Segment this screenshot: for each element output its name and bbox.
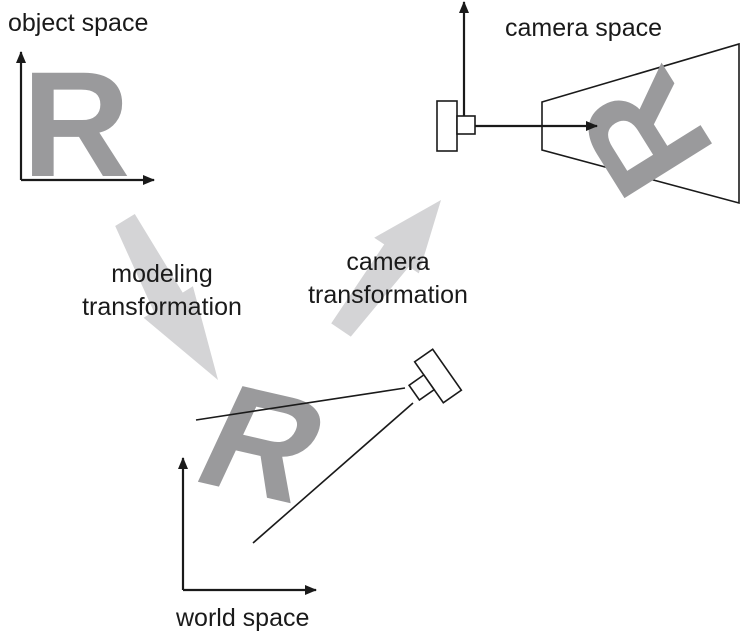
object-space-label: object space (8, 9, 148, 37)
object-r-glyph: R (22, 40, 130, 208)
object-space-group: object space R (8, 9, 155, 208)
frustum-upper-edge (195, 387, 406, 421)
camera-body (436, 100, 458, 152)
camera-space-group: camera space R (436, 1, 743, 224)
camera-view-frustum (541, 42, 740, 205)
modeling-transformation-arrow (115, 214, 218, 380)
camera-arrow-shape (331, 200, 441, 337)
camera-label-line2: transformation (308, 281, 468, 309)
world-camera-lens (407, 373, 436, 402)
world-axes (178, 457, 317, 595)
camera-label-line1: camera (346, 248, 429, 276)
world-r-glyph: R (174, 355, 352, 534)
world-camera-frustum (195, 387, 414, 544)
camera-axes (459, 1, 598, 131)
world-space-label: world space (175, 604, 309, 632)
modeling-label-line1: modeling (111, 260, 212, 288)
camera-icon (436, 100, 476, 152)
object-axes (16, 51, 155, 185)
camera-transformation-arrow (331, 200, 441, 337)
camera-space-label: camera space (505, 14, 662, 42)
modeling-label-line2: transformation (82, 293, 242, 321)
modeling-arrow-shape (115, 214, 218, 380)
world-space-group: R world space (174, 348, 463, 632)
world-camera-icon (407, 348, 463, 404)
frustum-lower-edge (252, 402, 414, 544)
camera-lens (456, 115, 476, 135)
